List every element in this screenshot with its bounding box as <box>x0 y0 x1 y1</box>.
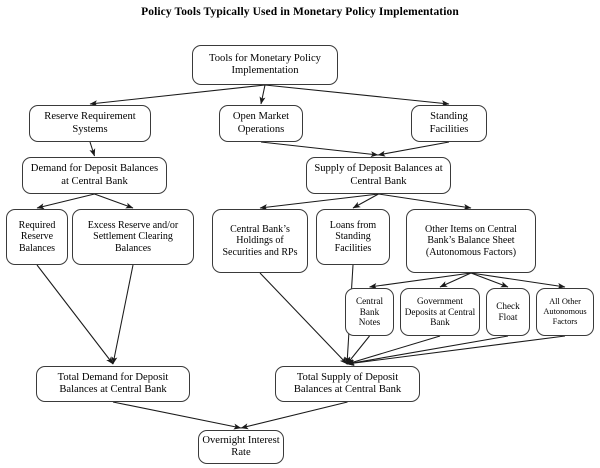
edge-check_float-to-total_supply <box>346 335 509 366</box>
node-tools[interactable]: Tools for Monetary Policy Implementation <box>192 45 338 85</box>
edge-open_market-to-supply_deposit <box>260 141 379 158</box>
edge-demand_deposit-to-excess_res <box>94 193 134 209</box>
node-gov_deposits[interactable]: Government Deposits at Central Bank <box>400 288 480 336</box>
node-label-loans_standing: Loans from Standing Facilities <box>329 219 377 254</box>
node-total_demand[interactable]: Total Demand for Deposit Balances at Cen… <box>36 366 190 402</box>
edge-required_res-to-total_demand <box>36 264 114 365</box>
node-label-all_other: All Other Autonomous Factors <box>543 297 587 326</box>
node-standing_fac[interactable]: Standing Facilities <box>411 105 487 142</box>
node-label-cb_holdings: Central Bank’s Holdings of Securities an… <box>222 223 298 258</box>
node-loans_standing[interactable]: Loans from Standing Facilities <box>316 209 390 265</box>
edge-tools-to-reserve_req <box>89 84 266 107</box>
node-cb_holdings[interactable]: Central Bank’s Holdings of Securities an… <box>212 209 308 273</box>
edge-total_supply-to-overnight_rate <box>240 401 348 430</box>
node-label-total_supply: Total Supply of Deposit Balances at Cent… <box>293 371 402 395</box>
page-title: Policy Tools Typically Used in Monetary … <box>141 6 459 18</box>
node-required_res[interactable]: Required Reserve Balances <box>6 209 68 265</box>
node-label-total_demand: Total Demand for Deposit Balances at Cen… <box>57 371 169 395</box>
edge-total_demand-to-overnight_rate <box>112 401 242 430</box>
edge-supply_deposit-to-loans_standing <box>352 193 379 209</box>
node-excess_res[interactable]: Excess Reserve and/or Settlement Clearin… <box>72 209 194 265</box>
edge-supply_deposit-to-other_items <box>378 193 472 210</box>
node-label-standing_fac: Standing Facilities <box>429 111 469 135</box>
edge-other_items-to-all_other <box>470 272 566 289</box>
edge-gov_deposits-to-total_supply <box>346 335 441 365</box>
edge-tools-to-open_market <box>259 84 266 105</box>
node-label-overnight_rate: Overnight Interest Rate <box>202 434 280 458</box>
edge-other_items-to-cb_notes <box>369 272 472 289</box>
node-label-demand_deposit: Demand for Deposit Balances at Central B… <box>30 163 159 187</box>
node-label-excess_res: Excess Reserve and/or Settlement Clearin… <box>87 219 179 254</box>
edge-standing_fac-to-supply_deposit <box>377 141 450 157</box>
node-other_items[interactable]: Other Items on Central Bank’s Balance Sh… <box>406 209 536 273</box>
edge-supply_deposit-to-cb_holdings <box>259 193 379 211</box>
edge-cb_holdings-to-total_supply <box>259 272 348 365</box>
edge-excess_res-to-total_demand <box>111 264 134 365</box>
node-label-cb_notes: Central Bank Notes <box>355 295 384 328</box>
edge-all_other-to-total_supply <box>346 335 566 367</box>
edge-demand_deposit-to-required_res <box>36 193 95 210</box>
node-total_supply[interactable]: Total Supply of Deposit Balances at Cent… <box>275 366 420 402</box>
node-label-open_market: Open Market Operations <box>232 111 290 135</box>
node-supply_deposit[interactable]: Supply of Deposit Balances at Central Ba… <box>306 157 451 194</box>
node-label-check_float: Check Float <box>496 301 520 322</box>
edge-tools-to-standing_fac <box>264 84 450 107</box>
edge-cb_notes-to-total_supply <box>346 335 370 365</box>
edge-other_items-to-gov_deposits <box>439 272 472 288</box>
edge-other_items-to-check_float <box>470 272 509 288</box>
node-demand_deposit[interactable]: Demand for Deposit Balances at Central B… <box>22 157 167 194</box>
node-label-reserve_req: Reserve Requirement Systems <box>44 111 136 135</box>
node-label-tools: Tools for Monetary Policy Implementation <box>209 52 321 76</box>
node-label-supply_deposit: Supply of Deposit Balances at Central Ba… <box>314 163 443 187</box>
node-label-other_items: Other Items on Central Bank’s Balance Sh… <box>425 223 517 258</box>
node-reserve_req[interactable]: Reserve Requirement Systems <box>29 105 151 142</box>
edge-reserve_req-to-demand_deposit <box>89 141 96 157</box>
node-all_other[interactable]: All Other Autonomous Factors <box>536 288 594 336</box>
node-cb_notes[interactable]: Central Bank Notes <box>345 288 394 336</box>
node-label-required_res: Required Reserve Balances <box>18 219 56 254</box>
node-open_market[interactable]: Open Market Operations <box>219 105 303 142</box>
node-label-gov_deposits: Government Deposits at Central Bank <box>404 295 476 328</box>
node-overnight_rate[interactable]: Overnight Interest Rate <box>198 430 284 464</box>
node-check_float[interactable]: Check Float <box>486 288 530 336</box>
